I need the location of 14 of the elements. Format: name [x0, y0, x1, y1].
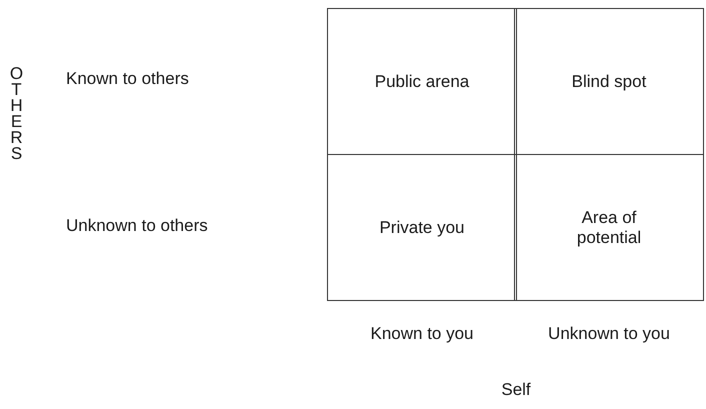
quadrant-title: Public arena — [374, 72, 470, 92]
quadrant-cell — [327, 8, 517, 155]
quadrant-title: Blind spot — [572, 72, 646, 92]
quadrant-cell — [514, 8, 704, 155]
row-label: Known to others — [66, 69, 189, 89]
quadrant-cell — [514, 154, 704, 301]
quadrant-title: Area of potential — [576, 208, 642, 248]
quadrant-title: Private you — [379, 218, 465, 238]
column-label: Unknown to you — [548, 324, 670, 344]
column-label: Known to you — [370, 324, 474, 344]
axis-title: Self — [501, 380, 531, 400]
row-label: Unknown to others — [66, 216, 208, 236]
axis-title: OTHERS — [8, 64, 25, 160]
quadrant-cell — [327, 154, 517, 301]
